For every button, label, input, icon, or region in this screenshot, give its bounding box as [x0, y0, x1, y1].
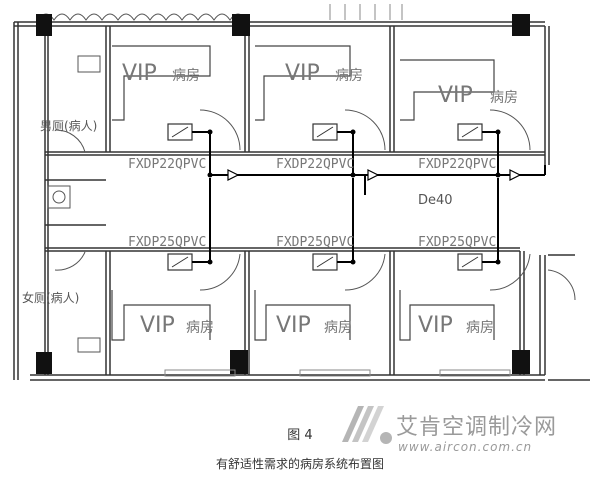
figure-title: 有舒适性需求的病房系统布置图 [215, 457, 384, 471]
room-label-bottom-3: VIP [418, 313, 453, 338]
toilet-fixtures [47, 55, 101, 353]
watermark-logo-icon [342, 406, 392, 444]
room-suffix-bottom-1: 病房 [186, 320, 214, 336]
male-toilet-label: 男厕(病人) [40, 118, 97, 133]
female-toilet-label: 女厕(病人) [22, 290, 79, 305]
watermark-name: 艾肯空调制冷网 [396, 415, 558, 440]
door-swings [54, 109, 576, 301]
unit-label-top-1: FXDP22QPVC [128, 157, 206, 172]
room-suffix-top-3: 病房 [490, 90, 518, 106]
columns [36, 14, 530, 374]
unit-label-bottom-1: FXDP25QPVC [128, 235, 206, 250]
unit-label-top-2: FXDP22QPVC [276, 157, 354, 172]
unit-label-bottom-2: FXDP25QPVC [276, 235, 354, 250]
room-suffix-top-1: 病房 [172, 68, 200, 84]
room-label-top-3: VIP [438, 83, 473, 108]
beds [111, 45, 495, 341]
room-label-top-1: VIP [122, 61, 157, 86]
unit-label-top-3: FXDP22QPVC [418, 157, 496, 172]
windows [164, 369, 511, 377]
top-boundary-scallop [37, 13, 247, 21]
walls [13, 21, 590, 381]
room-label-bottom-1: VIP [140, 313, 175, 338]
ac-unit-slashes [171, 126, 479, 268]
room-suffix-top-2: 病房 [335, 68, 363, 84]
hatch-marks [329, 4, 403, 20]
floor-plan: VIP 病房 VIP 病房 VIP 病房 FXDP22QPVC FXDP22QP… [13, 4, 590, 381]
room-label-bottom-2: VIP [276, 313, 311, 338]
watermark-url: www.aircon.com.cn [398, 440, 533, 454]
pipe-joints [207, 129, 501, 265]
pipe-size-label: De40 [418, 193, 453, 208]
room-suffix-bottom-3: 病房 [466, 320, 494, 336]
room-label-top-2: VIP [285, 61, 320, 86]
unit-label-bottom-3: FXDP25QPVC [418, 235, 496, 250]
pipe-arrows [227, 169, 522, 181]
room-suffix-bottom-2: 病房 [324, 320, 352, 336]
figure-number: 图 4 [287, 428, 313, 443]
